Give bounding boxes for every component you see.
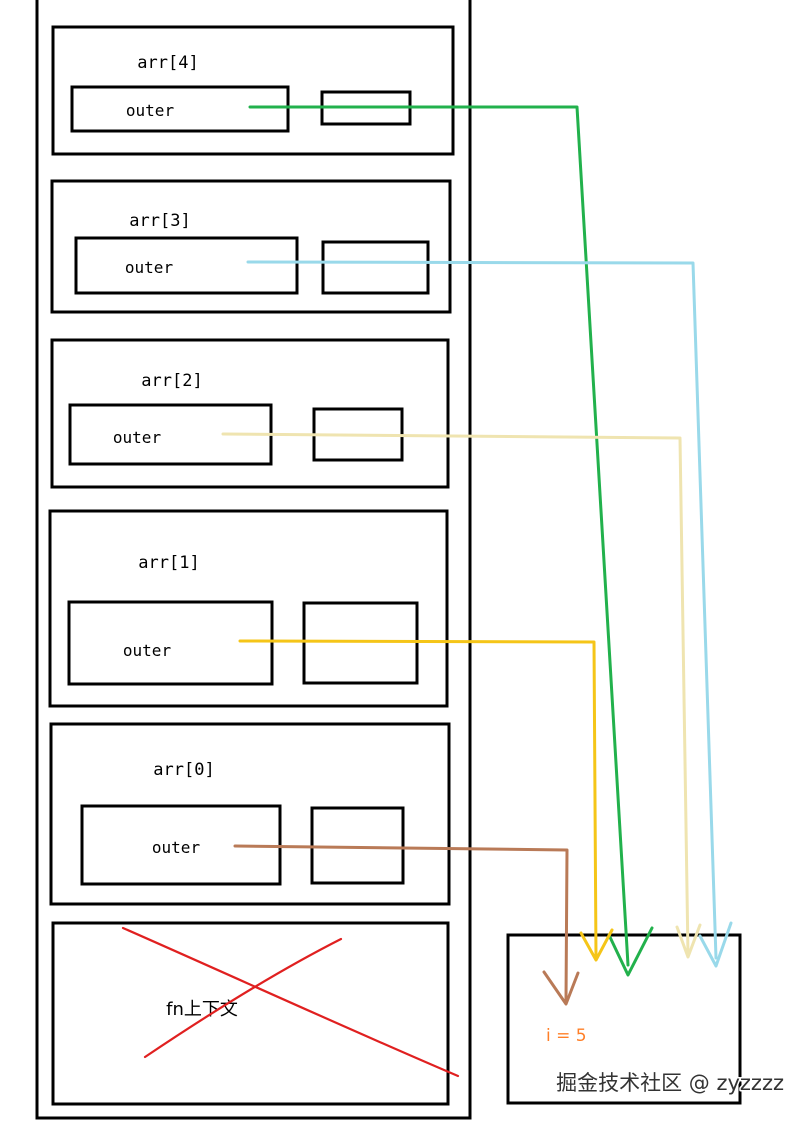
frame-arr-1: arr[1] outer <box>48 509 449 708</box>
arrowhead <box>698 921 733 968</box>
arrow-arr-0 <box>233 844 580 1006</box>
reference-line <box>246 260 718 960</box>
arrow-arr-2 <box>221 432 702 959</box>
reference-line <box>238 639 598 960</box>
arrowhead <box>607 926 654 977</box>
shared-scope-box: i = 5 <box>506 933 742 1105</box>
watermark-halo: 掘金技术社区 @ zyzzzz <box>556 1071 784 1095</box>
frame-box <box>51 25 455 156</box>
frame-box <box>48 509 449 708</box>
frame-label: arr[3] <box>129 211 190 231</box>
reference-line <box>233 844 569 1003</box>
outer-variable-label: outer <box>125 258 174 277</box>
frame-box <box>51 921 450 1106</box>
frame-box <box>50 338 450 489</box>
value-box <box>310 806 405 885</box>
watermark-text: 掘金技术社区 @ zyzzzz <box>556 1071 784 1095</box>
reference-arrows <box>221 105 733 1006</box>
outer-variable-box <box>74 236 299 295</box>
reference-line <box>221 432 690 957</box>
loop-variable-value: i = 5 <box>546 1026 587 1046</box>
outer-variable-label: outer <box>126 101 175 120</box>
frame-label: arr[0] <box>153 760 214 780</box>
arrow-arr-1 <box>238 639 614 962</box>
frame-box <box>49 722 451 906</box>
frame-arr-4: arr[4] outer <box>51 25 455 156</box>
value-box <box>302 601 419 685</box>
outer-variable-label: outer <box>123 641 172 660</box>
outer-variable-label: outer <box>113 428 162 447</box>
cross-out-stroke <box>143 937 343 1059</box>
frame-label: arr[2] <box>141 371 202 391</box>
arrow-arr-3 <box>246 260 733 968</box>
arrowhead <box>542 970 580 1006</box>
outer-variable-box <box>80 804 282 886</box>
frame-box <box>50 179 452 314</box>
frame-label: arr[4] <box>137 53 198 73</box>
frame-arr-0: arr[0] outer <box>49 722 451 906</box>
scope-box <box>506 933 742 1105</box>
outer-variable-label: outer <box>152 838 201 857</box>
frame-arr-3: arr[3] outer <box>50 179 452 314</box>
fn-context-label: fn上下文 <box>166 999 238 1020</box>
reference-line <box>248 105 630 967</box>
cross-out-stroke <box>121 926 460 1078</box>
frame-arr-2: arr[2] outer <box>50 338 450 489</box>
outer-variable-box <box>70 85 290 133</box>
fn-context-frame: fn上下文 <box>51 921 460 1106</box>
arrowhead <box>675 923 702 959</box>
stack-container <box>35 0 472 1120</box>
outer-variable-box <box>67 600 274 686</box>
value-box <box>321 240 430 295</box>
arrow-arr-4 <box>248 105 654 977</box>
frame-label: arr[1] <box>138 553 199 573</box>
arrowhead <box>579 928 614 962</box>
